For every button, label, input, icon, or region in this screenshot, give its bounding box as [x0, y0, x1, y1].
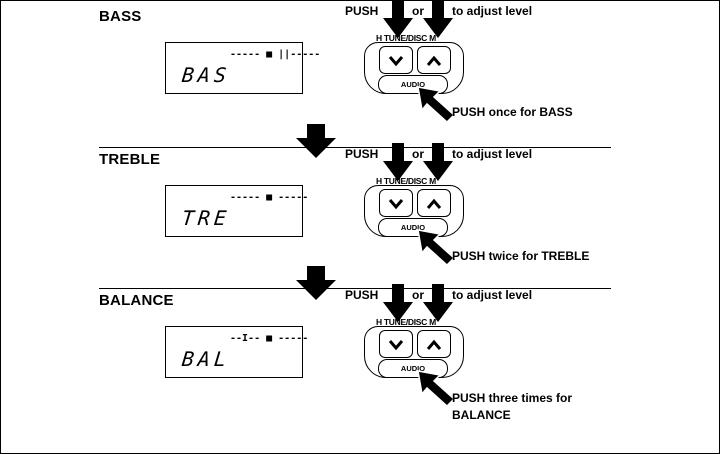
audio-controls: H TUNE/DISC M AUDIO — [345, 20, 485, 140]
audio-controls: H TUNE/DISC M AUDIO — [345, 304, 485, 424]
adjust-label: to adjust level — [452, 147, 533, 161]
down-arrow-icon — [383, 143, 413, 181]
chevron-down-icon — [388, 199, 404, 210]
adjust-label: to adjust level — [452, 4, 533, 18]
down-arrow-icon — [423, 0, 453, 38]
lcd-level-indicator: ----- ■ ----- — [230, 192, 309, 203]
chevron-down-icon — [388, 56, 404, 67]
lcd-text: BAS — [180, 63, 232, 87]
down-arrow-icon — [383, 0, 413, 38]
instruction-line: PUSH three times for — [452, 391, 573, 405]
section-title: BASS — [99, 8, 142, 25]
tune-disc-label: H TUNE/DISC M — [376, 176, 436, 186]
tune-down-button[interactable] — [379, 189, 413, 217]
instruction-text: PUSH once for BASS — [452, 104, 573, 121]
lcd-text: BAL — [180, 347, 232, 371]
lcd-display: TRE ----- ■ ----- — [165, 185, 308, 237]
press-arrow-icon — [417, 370, 456, 407]
lcd-display: BAS ----- ■ ||----- — [165, 42, 320, 94]
instruction-line: PUSH once for BASS — [452, 105, 573, 119]
or-label: or — [412, 288, 424, 302]
section-bass: BASS BAS ----- ■ ||----- PUSH or to adju… — [0, 0, 720, 142]
down-arrow-icon — [296, 124, 336, 158]
push-label: PUSH — [345, 288, 379, 302]
lcd-level-indicator: ----- ■ ||----- — [230, 49, 321, 60]
tune-up-button[interactable] — [417, 189, 451, 217]
lcd-level-indicator: --I-- ■ ----- — [230, 333, 309, 344]
tune-up-button[interactable] — [417, 330, 451, 358]
section-treble: TREBLE TRE ----- ■ ----- PUSH or to adju… — [0, 143, 720, 285]
adjust-label: to adjust level — [452, 288, 533, 302]
chevron-up-icon — [426, 55, 442, 66]
instruction-text: PUSH three times for BALANCE — [452, 390, 572, 424]
section-title: TREBLE — [99, 151, 161, 168]
tune-down-button[interactable] — [379, 46, 413, 74]
push-label: PUSH — [345, 147, 379, 161]
lcd-display: BAL --I-- ■ ----- — [165, 326, 308, 378]
instruction-line: PUSH twice for TREBLE — [452, 249, 590, 263]
down-arrow-icon — [423, 284, 453, 322]
tune-disc-label: H TUNE/DISC M — [376, 317, 436, 327]
section-title: BALANCE — [99, 292, 174, 309]
section-divider — [99, 147, 611, 148]
tune-disc-label: H TUNE/DISC M — [376, 33, 436, 43]
chevron-up-icon — [426, 339, 442, 350]
instruction-line: BALANCE — [452, 408, 511, 422]
section-divider — [99, 288, 611, 289]
press-arrow-icon — [417, 86, 456, 123]
down-arrow-icon — [296, 266, 336, 300]
press-arrow-icon — [417, 229, 456, 266]
or-label: or — [412, 4, 424, 18]
chevron-up-icon — [426, 198, 442, 209]
tune-up-button[interactable] — [417, 46, 451, 74]
tune-down-button[interactable] — [379, 330, 413, 358]
or-label: or — [412, 147, 424, 161]
audio-controls: H TUNE/DISC M AUDIO — [345, 163, 485, 283]
push-label: PUSH — [345, 4, 379, 18]
down-arrow-icon — [423, 143, 453, 181]
instruction-text: PUSH twice for TREBLE — [452, 248, 589, 265]
down-arrow-icon — [383, 284, 413, 322]
chevron-down-icon — [388, 340, 404, 351]
lcd-text: TRE — [180, 206, 232, 230]
section-balance: BALANCE BAL --I-- ■ ----- PUSH or to adj… — [0, 284, 720, 426]
